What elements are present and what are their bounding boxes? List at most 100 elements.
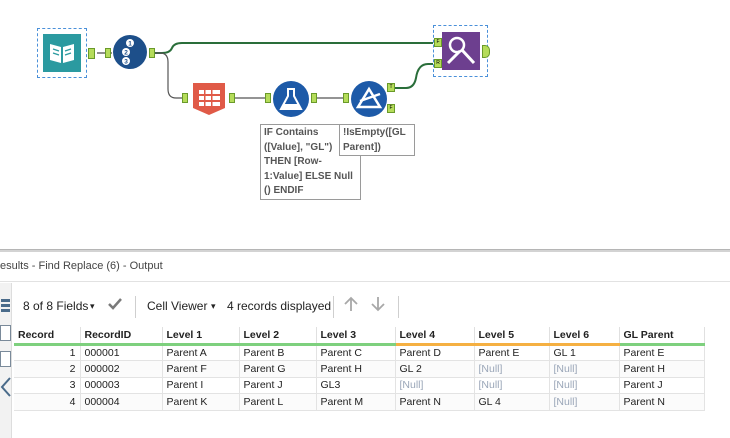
multi-row-formula-tool[interactable]: [190, 80, 228, 118]
fields-selector[interactable]: 8 of 8 Fields: [23, 299, 89, 313]
column-header[interactable]: Level 6: [549, 327, 620, 346]
table-cell[interactable]: [Null]: [394, 376, 475, 394]
multi-row-icon: [193, 83, 225, 115]
column-header[interactable]: Level 4: [395, 327, 475, 346]
results-toolbar: 8 of 8 Fields ▾ Cell Viewer ▾ 4 records …: [14, 290, 714, 322]
column-header[interactable]: GL Parent: [619, 327, 705, 346]
table-cell[interactable]: Parent E: [473, 343, 550, 361]
formula-tool[interactable]: [272, 80, 310, 118]
table-cell[interactable]: 000004: [79, 393, 163, 411]
table-cell[interactable]: GL3: [315, 376, 396, 394]
find-replace-find-anchor[interactable]: F: [434, 38, 442, 47]
connection-lines: [97, 42, 433, 99]
column-header[interactable]: RecordID: [80, 327, 163, 346]
record-number: 3: [14, 376, 81, 394]
toolbar-separator: [333, 296, 334, 318]
table-row[interactable]: 3 000003 Parent I Parent J GL3 [Null] [N…: [14, 376, 705, 394]
table-cell[interactable]: [Null]: [473, 376, 550, 394]
table-cell[interactable]: Parent N: [618, 393, 705, 411]
table-cell[interactable]: Parent F: [161, 360, 240, 378]
table-cell[interactable]: GL 4: [473, 393, 550, 411]
records-count: 4 records displayed: [227, 299, 332, 313]
table-cell[interactable]: Parent C: [315, 343, 396, 361]
filter-tool[interactable]: [350, 80, 388, 118]
numbered-list-icon: 1 2 3: [113, 35, 147, 69]
arrow-up-icon[interactable]: [342, 295, 360, 316]
cell-viewer-dropdown-icon[interactable]: ▾: [211, 301, 216, 311]
formula-input-anchor[interactable]: [265, 93, 271, 103]
record-id-input-anchor[interactable]: [105, 48, 111, 58]
table-cell[interactable]: Parent B: [238, 343, 317, 361]
table-cell[interactable]: Parent J: [618, 376, 705, 394]
filter-input-anchor[interactable]: [343, 93, 349, 103]
fields-dropdown-icon[interactable]: ▾: [90, 301, 95, 311]
results-header: esults - Find Replace (6) - Output: [0, 252, 730, 282]
table-cell[interactable]: [Null]: [473, 360, 550, 378]
replace-anchor-label: R: [436, 60, 440, 66]
table-cell[interactable]: Parent I: [161, 376, 240, 394]
search-icon[interactable]: [0, 351, 11, 367]
record-id-output-anchor[interactable]: [149, 48, 155, 58]
find-anchor-label: F: [436, 39, 440, 45]
multi-row-output-anchor[interactable]: [229, 93, 235, 103]
table-row[interactable]: 2 000002 Parent F Parent G Parent H GL 2…: [14, 360, 705, 378]
find-replace-replace-anchor[interactable]: R: [434, 59, 442, 68]
false-anchor-label: F: [389, 105, 393, 111]
column-header[interactable]: Level 5: [474, 327, 550, 346]
column-header[interactable]: Level 3: [316, 327, 396, 346]
metadata-icon[interactable]: [0, 325, 11, 341]
table-cell[interactable]: Parent L: [238, 393, 317, 411]
svg-text:1: 1: [128, 41, 132, 48]
filter-icon: [351, 81, 387, 117]
table-cell[interactable]: 000002: [79, 360, 163, 378]
results-side-strip: [0, 283, 12, 438]
record-number: 1: [14, 343, 81, 361]
table-cell[interactable]: Parent J: [238, 376, 317, 394]
table-row[interactable]: 1 000001 Parent A Parent B Parent C Pare…: [14, 343, 705, 361]
find-replace-icon: [442, 32, 480, 70]
table-cell[interactable]: Parent H: [315, 360, 396, 378]
table-cell[interactable]: Parent G: [238, 360, 317, 378]
column-header[interactable]: Level 1: [162, 327, 240, 346]
table-cell[interactable]: Parent M: [315, 393, 396, 411]
toolbar-separator: [135, 296, 136, 318]
table-cell[interactable]: [Null]: [548, 360, 620, 378]
find-replace-tool[interactable]: [433, 25, 488, 77]
arrow-down-icon[interactable]: [369, 295, 387, 316]
table-cell[interactable]: [Null]: [548, 376, 620, 394]
table-cell[interactable]: Parent K: [161, 393, 240, 411]
message-icon[interactable]: [0, 377, 11, 397]
book-icon: [43, 34, 81, 72]
filter-true-anchor[interactable]: T: [387, 83, 395, 92]
input-data-tool[interactable]: [37, 28, 87, 78]
results-title: esults - Find Replace (6) - Output: [0, 260, 163, 272]
cell-viewer-selector[interactable]: Cell Viewer: [147, 299, 208, 313]
table-cell[interactable]: Parent H: [618, 360, 705, 378]
column-header[interactable]: Record: [14, 327, 81, 346]
formula-output-anchor[interactable]: [311, 93, 317, 103]
table-cell[interactable]: [Null]: [548, 393, 620, 411]
formula-annotation: IF Contains ([Value], "GL") THEN [Row- 1…: [260, 124, 361, 200]
svg-text:3: 3: [124, 59, 128, 66]
table-row[interactable]: 4 000004 Parent K Parent L Parent M Pare…: [14, 393, 705, 411]
workflow-canvas[interactable]: 1 2 3 T: [0, 0, 730, 250]
table-cell[interactable]: GL 2: [394, 360, 475, 378]
table-cell[interactable]: 000001: [79, 343, 163, 361]
record-number: 4: [14, 393, 81, 411]
table-cell[interactable]: Parent A: [161, 343, 240, 361]
grid-view-icon[interactable]: [0, 297, 11, 313]
table-cell[interactable]: Parent E: [618, 343, 705, 361]
table-cell[interactable]: 000003: [79, 376, 163, 394]
column-header[interactable]: Level 2: [239, 327, 317, 346]
input-output-anchor[interactable]: [88, 48, 95, 59]
record-id-tool[interactable]: 1 2 3: [112, 34, 148, 70]
pane-divider[interactable]: [0, 249, 730, 252]
multi-row-input-anchor[interactable]: [182, 93, 188, 103]
filter-false-anchor[interactable]: F: [387, 104, 395, 113]
find-replace-output-anchor[interactable]: [482, 45, 490, 58]
checkmark-icon[interactable]: [106, 295, 124, 316]
table-cell[interactable]: Parent N: [394, 393, 475, 411]
results-grid[interactable]: Record RecordID Level 1 Level 2 Level 3 …: [14, 327, 705, 411]
table-cell[interactable]: Parent D: [394, 343, 475, 361]
table-cell[interactable]: GL 1: [548, 343, 620, 361]
